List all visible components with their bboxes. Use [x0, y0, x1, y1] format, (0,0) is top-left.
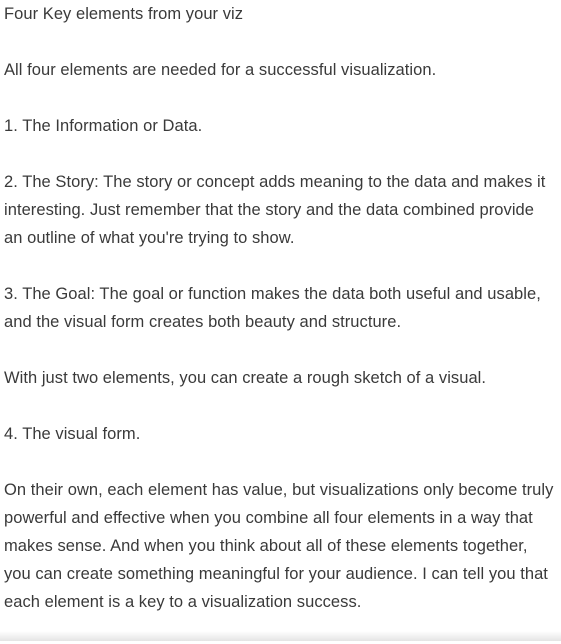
list-item-goal: 3. The Goal: The goal or function makes …: [4, 285, 541, 331]
two-elements-paragraph: With just two elements, you can create a…: [4, 369, 487, 387]
bottom-fade: [0, 631, 561, 641]
intro-paragraph: All four elements are needed for a succe…: [4, 61, 437, 79]
conclusion-paragraph: On their own, each element has value, bu…: [4, 481, 554, 611]
document-body: Four Key elements from your viz All four…: [4, 0, 557, 644]
document-title: Four Key elements from your viz: [4, 5, 244, 23]
list-item-story: 2. The Story: The story or concept adds …: [4, 173, 546, 247]
list-item-visual-form: 4. The visual form.: [4, 425, 141, 443]
list-item-information: 1. The Information or Data.: [4, 117, 203, 135]
